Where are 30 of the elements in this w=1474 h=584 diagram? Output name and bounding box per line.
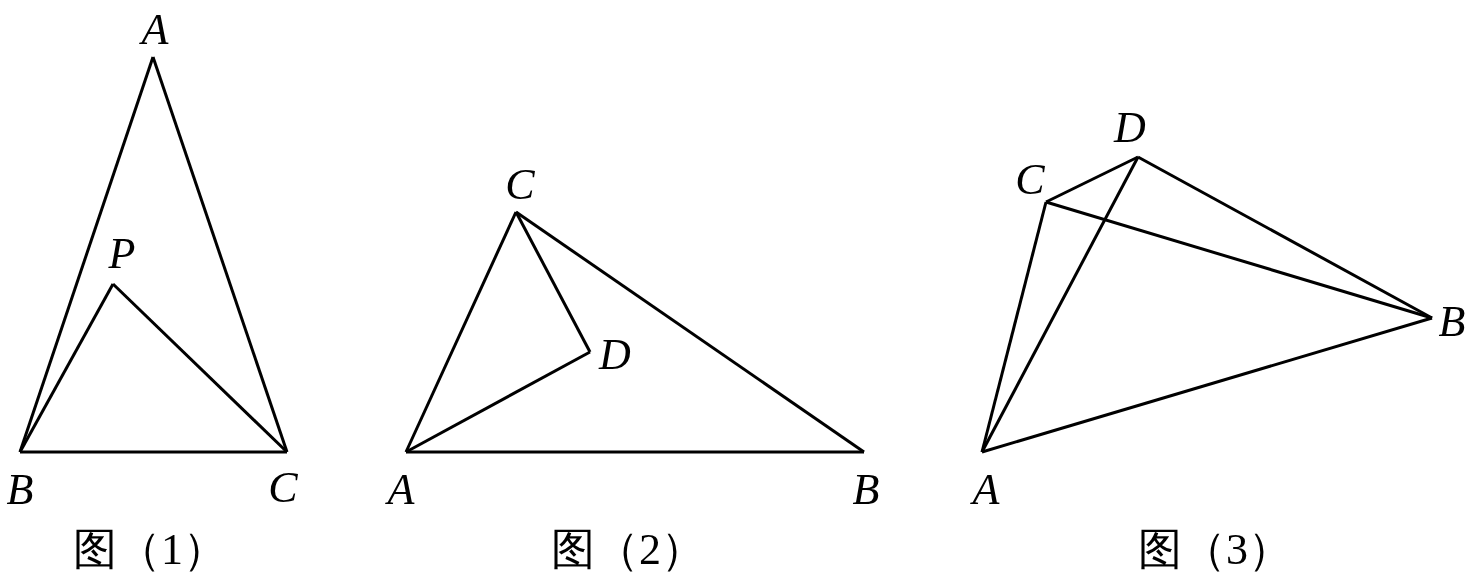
line-segment: [980, 201, 1048, 453]
line-segment: [20, 450, 287, 454]
figure-caption: 图（2）: [551, 528, 705, 572]
figure-caption: 图（1）: [73, 528, 227, 572]
point-label: D: [1114, 106, 1146, 150]
line-segment: [980, 156, 1140, 453]
point-label: C: [1015, 158, 1045, 202]
point-label: C: [268, 466, 298, 510]
point-label: D: [599, 333, 631, 377]
point-label: C: [505, 163, 535, 207]
point-label: A: [972, 468, 1000, 512]
line-segment: [1045, 155, 1139, 204]
line-segment: [405, 350, 591, 454]
point-label: A: [141, 8, 169, 52]
line-segment: [515, 210, 865, 454]
line-segment: [514, 211, 592, 353]
line-segment: [18, 56, 155, 453]
point-label: P: [108, 232, 136, 276]
line-segment: [981, 316, 1433, 454]
line-segment: [111, 282, 289, 454]
line-segment: [404, 211, 518, 453]
line-segment: [406, 450, 864, 454]
line-segment: [1045, 200, 1433, 320]
line-segment: [151, 56, 289, 453]
point-label: B: [1438, 300, 1466, 344]
point-label: B: [852, 468, 880, 512]
figure-caption: 图（3）: [1138, 528, 1292, 572]
point-label: B: [6, 468, 34, 512]
line-segment: [18, 283, 115, 453]
point-label: A: [387, 468, 415, 512]
